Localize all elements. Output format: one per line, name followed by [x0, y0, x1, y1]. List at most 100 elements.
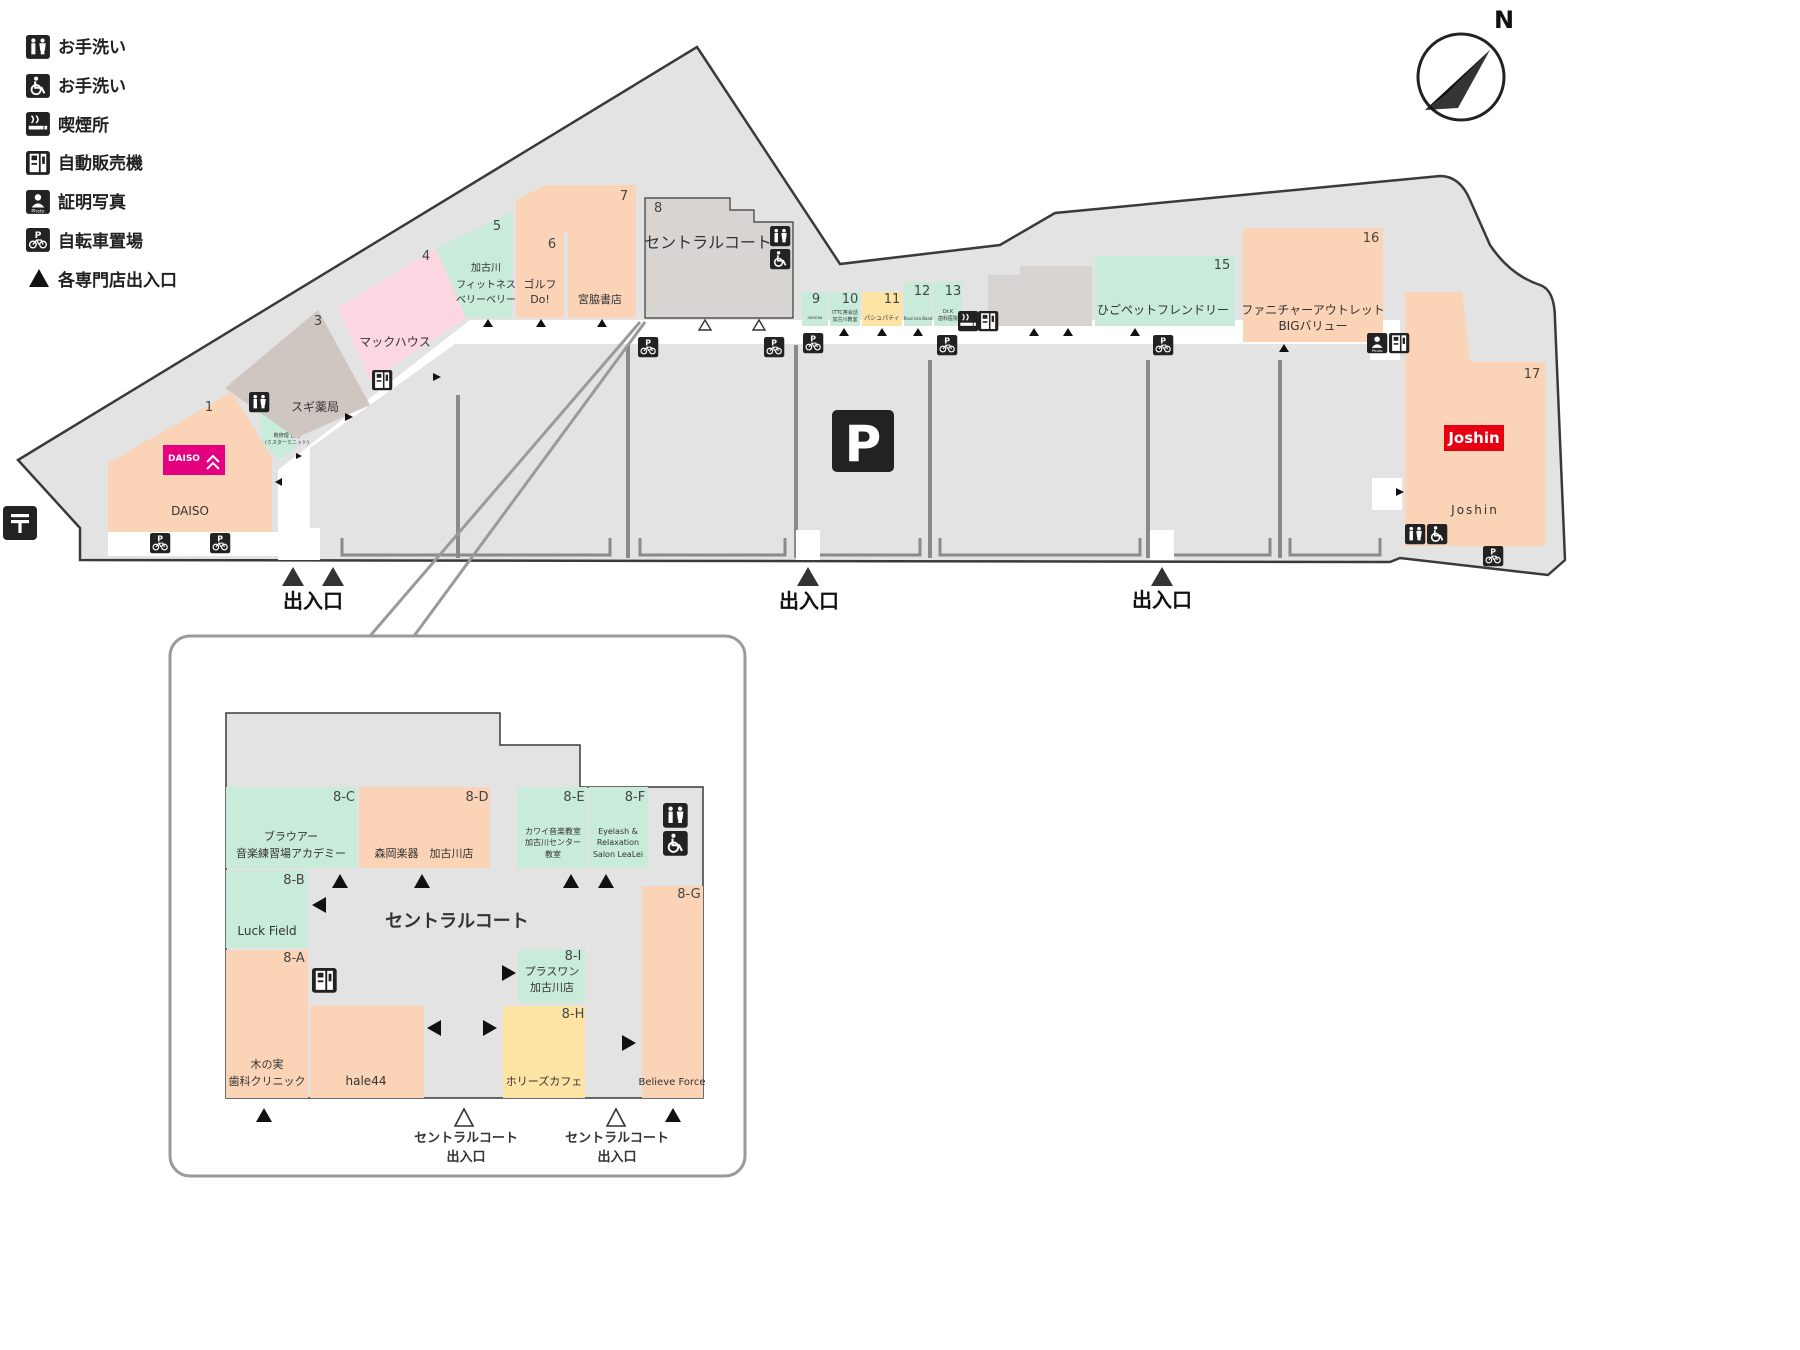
svg-text:Eyelash &: Eyelash &	[598, 827, 638, 836]
unit-8C[interactable]: 8-C ブラウアー 音楽練習場アカデミー	[226, 787, 357, 868]
svg-text:セントラルコート: セントラルコート	[644, 233, 772, 252]
svg-text:加古川: 加古川	[471, 261, 501, 274]
store-entrances	[275, 319, 1404, 496]
unit-8I[interactable]: 8-I プラスワン 加古川店	[518, 949, 585, 1003]
svg-text:自転車置場: 自転車置場	[58, 231, 143, 252]
svg-text:各専門店出入口: 各専門店出入口	[57, 270, 177, 291]
svg-text:ファニチャーアウトレット: ファニチャーアウトレット	[1241, 303, 1384, 317]
svg-text:8-H: 8-H	[562, 1007, 585, 1022]
svg-text:16: 16	[1363, 231, 1380, 246]
svg-text:8-C: 8-C	[333, 790, 355, 805]
svg-text:森岡楽器 加古川店: 森岡楽器 加古川店	[375, 846, 474, 860]
svg-text:Believe Force: Believe Force	[638, 1077, 705, 1088]
svg-text:13: 13	[945, 284, 962, 299]
svg-text:DAISO: DAISO	[171, 504, 209, 518]
unit-8B[interactable]: 8-B Luck Field	[226, 870, 308, 948]
court-vending-icon	[312, 968, 337, 993]
store-13[interactable]: 13 Dr.K 歯科医院	[934, 282, 962, 326]
court-entrance-hollow	[453, 1107, 627, 1127]
exit-label-center: 出入口	[779, 589, 839, 613]
store-8-central-court[interactable]: 8 セントラルコート	[644, 197, 794, 319]
svg-text:4: 4	[422, 249, 430, 264]
court-exit-2-line1: セントラルコート	[565, 1131, 669, 1146]
svg-text:8-G: 8-G	[677, 887, 701, 902]
store-entrance-icon	[29, 269, 49, 287]
svg-text:Luck Field: Luck Field	[237, 924, 296, 938]
svg-text:ITTC英会話: ITTC英会話	[832, 309, 858, 316]
svg-text:8-F: 8-F	[625, 790, 645, 805]
store-12[interactable]: 12 Ross'sea Bead	[904, 282, 933, 326]
store-14-unlabeled	[988, 266, 1092, 326]
svg-text:BIGバリュー: BIGバリュー	[1278, 319, 1347, 333]
svg-text:hale44: hale44	[346, 1074, 387, 1088]
store-4[interactable]: 4 マックハウス	[338, 248, 466, 380]
store-15[interactable]: 15 ひごペットフレンドリー	[1095, 256, 1235, 326]
zoom-connector	[368, 321, 647, 637]
svg-text:1: 1	[205, 400, 213, 415]
svg-text:11: 11	[884, 292, 901, 307]
unit-8F[interactable]: 8-F Eyelash & Relaxation Salon LeaLei	[589, 787, 648, 868]
svg-text:8: 8	[654, 201, 662, 216]
svg-text:自動販売機: 自動販売機	[58, 153, 143, 174]
svg-text:歯科クリニック: 歯科クリニック	[229, 1074, 306, 1088]
walkway	[108, 320, 1400, 560]
legend: お手洗い お手洗い 喫煙所 自動販売機 証明写真 自転車置場 各専門店出入口	[24, 35, 177, 291]
store-17[interactable]: 17 Joshin Joshin	[1405, 292, 1545, 546]
store-10[interactable]: 10 ITTC英会話 加古川教室	[830, 292, 860, 326]
unit-8A[interactable]: 8-A 木の実 歯科クリニック	[226, 950, 308, 1098]
store-7[interactable]: 7 宮脇書店	[516, 185, 636, 318]
svg-text:nonnoa: nonnoa	[808, 315, 824, 320]
svg-text:お手洗い: お手洗い	[58, 37, 126, 58]
store-1[interactable]: 1 DAISO DAISO	[108, 392, 272, 532]
unit-hale44[interactable]: hale44	[310, 1006, 424, 1098]
main-exits: 出入口 出入口 出入口	[282, 567, 1192, 613]
svg-text:歯科医院: 歯科医院	[938, 315, 958, 322]
svg-text:音楽練習場アカデミー: 音楽練習場アカデミー	[236, 846, 346, 860]
svg-text:8-E: 8-E	[563, 790, 584, 805]
svg-text:15: 15	[1214, 258, 1231, 273]
court-accessible-icon	[661, 829, 689, 857]
vending-machine-icon	[26, 151, 50, 175]
compass: N	[1416, 6, 1514, 122]
court-exit-1-line2: 出入口	[446, 1149, 485, 1165]
store-16[interactable]: 16 ファニチャーアウトレット BIGバリュー	[1241, 228, 1385, 342]
svg-text:8-I: 8-I	[565, 949, 582, 964]
store-6[interactable]: 6 ゴルフ Do!	[516, 232, 564, 318]
parking-sign: P	[832, 410, 894, 473]
svg-text:ゴルフ: ゴルフ	[524, 277, 557, 291]
svg-text:パシュパティ: パシュパティ	[864, 315, 900, 322]
svg-text:マックハウス: マックハウス	[359, 335, 430, 349]
joshin-logo	[1444, 425, 1504, 451]
svg-text:加古川店: 加古川店	[530, 980, 574, 994]
store-11[interactable]: 11 パシュパティ	[862, 292, 902, 326]
svg-text:Relaxation: Relaxation	[597, 838, 639, 847]
svg-text:6: 6	[548, 237, 556, 252]
exit-label-left: 出入口	[283, 589, 343, 613]
compass-north: N	[1494, 6, 1514, 34]
svg-text:スギ薬局: スギ薬局	[291, 400, 339, 414]
svg-text:靴修理 合鍵: 靴修理 合鍵	[274, 432, 301, 439]
court-exit-2-line2: 出入口	[597, 1149, 636, 1165]
bicycle-parking-icon	[25, 227, 51, 253]
store-5[interactable]: 5 加古川 フィットネス ベリーベリー	[436, 212, 516, 318]
svg-text:カワイ音楽教室: カワイ音楽教室	[525, 826, 581, 836]
walkway-exit-right	[1150, 530, 1174, 560]
svg-text:8-D: 8-D	[466, 790, 489, 805]
accessible-restroom-icon	[24, 72, 51, 99]
central-court-panel: セントラルコート 8-C ブラウアー 音楽練習場アカデミー 8-D 森岡楽器 加…	[168, 634, 747, 1178]
svg-text:教室: 教室	[545, 849, 561, 859]
exit-label-right: 出入口	[1132, 588, 1192, 612]
svg-text:プラスワン: プラスワン	[525, 965, 580, 978]
unit-8D[interactable]: 8-D 森岡楽器 加古川店	[359, 787, 490, 868]
svg-text:フィットネス: フィットネス	[456, 279, 516, 291]
store-9[interactable]: 9 nonnoa	[802, 292, 828, 326]
svg-text:8-B: 8-B	[283, 873, 304, 888]
svg-text:7: 7	[620, 189, 628, 204]
svg-text:喫煙所: 喫煙所	[58, 116, 109, 136]
svg-text:Ross'sea Bead: Ross'sea Bead	[904, 316, 933, 321]
unit-8G[interactable]: 8-G Believe Force	[638, 886, 706, 1098]
unit-8E[interactable]: 8-E カワイ音楽教室 加古川センター 教室	[517, 787, 587, 868]
unit-8H[interactable]: 8-H ホリーズカフェ	[503, 1006, 585, 1098]
parking-dividers	[456, 345, 1282, 558]
